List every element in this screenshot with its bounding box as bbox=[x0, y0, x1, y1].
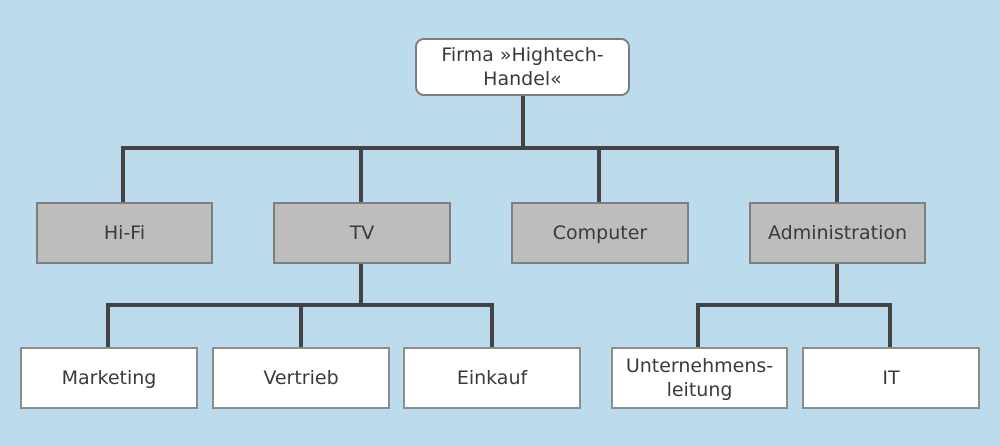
node-label: IT bbox=[882, 367, 900, 389]
node-department-administration: Administration bbox=[749, 202, 926, 264]
connector-administration bbox=[835, 146, 839, 203]
node-label: Vertrieb bbox=[263, 367, 339, 389]
node-root-label-line2: Handel« bbox=[483, 68, 562, 90]
connector-unternehmensleitung bbox=[696, 303, 700, 348]
connector-tv bbox=[359, 146, 363, 203]
connector-einkauf bbox=[490, 303, 494, 348]
node-label: Marketing bbox=[61, 367, 157, 389]
node-unternehmensleitung: Unternehmens- leitung bbox=[611, 347, 788, 409]
connector-admin-down bbox=[835, 263, 839, 307]
connector-admin-children-horizontal bbox=[696, 303, 892, 307]
connector-marketing bbox=[106, 303, 110, 348]
node-vertrieb: Vertrieb bbox=[212, 347, 390, 409]
node-label: Administration bbox=[767, 222, 908, 244]
connector-computer bbox=[597, 146, 601, 203]
connector-hifi bbox=[121, 146, 125, 203]
node-root-company: Firma »Hightech- Handel« bbox=[415, 38, 630, 96]
connector-level2-horizontal bbox=[121, 146, 839, 150]
node-label-line2: leitung bbox=[666, 379, 733, 401]
node-label: TV bbox=[349, 222, 375, 244]
node-marketing: Marketing bbox=[20, 347, 198, 409]
connector-vertrieb bbox=[299, 303, 303, 348]
connector-tv-down bbox=[359, 263, 363, 307]
node-department-tv: TV bbox=[273, 202, 451, 264]
node-einkauf: Einkauf bbox=[403, 347, 581, 409]
node-label: Computer bbox=[552, 222, 648, 244]
node-department-hifi: Hi-Fi bbox=[36, 202, 213, 264]
node-label: Hi-Fi bbox=[103, 222, 146, 244]
node-it: IT bbox=[802, 347, 980, 409]
connector-it bbox=[888, 303, 892, 348]
node-root-label-line1: Firma »Hightech- bbox=[441, 44, 604, 66]
connector-root-down bbox=[521, 96, 525, 150]
node-label: Einkauf bbox=[456, 367, 528, 389]
node-label-line1: Unternehmens- bbox=[625, 355, 774, 377]
node-department-computer: Computer bbox=[511, 202, 689, 264]
